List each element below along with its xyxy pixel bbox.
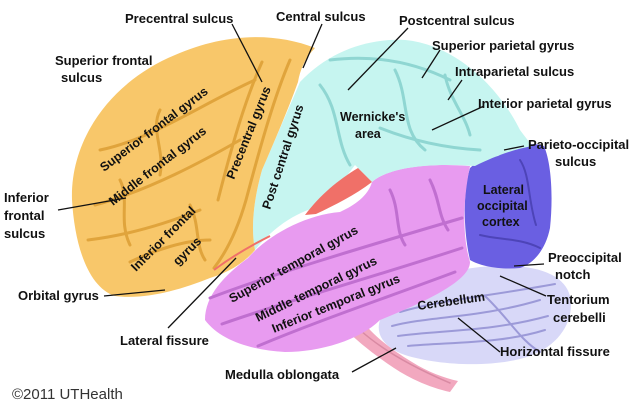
preoccipital-notch-label-1: Preoccipital	[548, 250, 622, 265]
inferior-frontal-sulcus-label-3: sulcus	[4, 226, 45, 241]
medulla-oblongata-label: Medulla oblongata	[225, 367, 340, 382]
superior-parietal-gyrus-label: Superior parietal gyrus	[432, 38, 574, 53]
inferior-frontal-sulcus-label-1: Inferior	[4, 190, 49, 205]
superior-frontal-sulcus-label-1: Superior frontal	[55, 53, 153, 68]
copyright-text: ©2011 UTHealth	[12, 386, 123, 403]
tentorium-cerebelli-label-1: Tentorium	[547, 292, 610, 307]
parieto-occipital-sulcus-label-2: sulcus	[555, 154, 596, 169]
inferior-frontal-sulcus-label-2: frontal	[4, 208, 44, 223]
orbital-gyrus-label: Orbital gyrus	[18, 288, 99, 303]
tentorium-cerebelli-label-2: cerebelli	[553, 310, 606, 325]
preoccipital-notch-label-2: notch	[555, 267, 590, 282]
parieto-occipital-sulcus-label-1: Parieto-occipital	[528, 137, 629, 152]
wernickes-area-label-1: Wernicke's	[340, 110, 405, 124]
lateral-occipital-cortex-label-1: Lateral	[483, 183, 524, 197]
lateral-occipital-cortex-label-3: cortex	[482, 215, 520, 229]
intraparietal-sulcus-label: Intraparietal sulcus	[455, 64, 574, 79]
interior-parietal-gyrus-label: Interior parietal gyrus	[478, 96, 612, 111]
lateral-occipital-cortex-label-2: occipital	[477, 199, 528, 213]
lateral-fissure-label: Lateral fissure	[120, 333, 209, 348]
postcentral-sulcus-label: Postcentral sulcus	[399, 13, 515, 28]
precentral-sulcus-label: Precentral sulcus	[125, 11, 233, 26]
central-sulcus-label: Central sulcus	[276, 9, 366, 24]
superior-frontal-sulcus-label-2: sulcus	[61, 70, 102, 85]
wernickes-area-label-2: area	[355, 127, 382, 141]
horizontal-fissure-label: Horizontal fissure	[500, 344, 610, 359]
